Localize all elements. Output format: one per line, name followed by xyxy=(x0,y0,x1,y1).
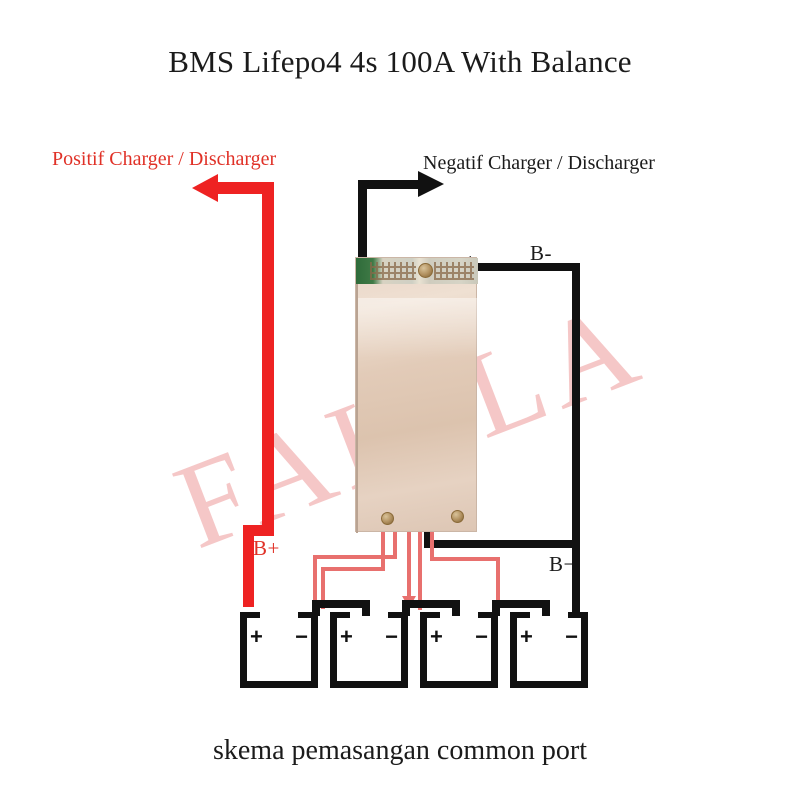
arrow-positive-out-icon xyxy=(192,174,218,202)
board-sheen xyxy=(356,298,478,358)
balance-wire-4-drop xyxy=(418,532,422,610)
label-negative-charger: Negatif Charger / Discharger xyxy=(423,152,655,174)
wire-negative-top-horizontal xyxy=(358,180,420,189)
cell-interconnect-1-2 xyxy=(312,600,370,608)
battery-cell-1[interactable]: + − xyxy=(240,606,318,688)
label-positive-charger: Positif Charger / Discharger xyxy=(52,148,277,170)
cell-interconnect-3-4-legL xyxy=(492,600,500,616)
cell-2-body xyxy=(330,618,408,688)
label-b-minus-top: B- xyxy=(530,241,552,265)
wire-bminus-board-drop xyxy=(424,532,432,548)
bms-pcb-header xyxy=(356,258,478,284)
board-screw-bottom-right-icon xyxy=(451,510,464,523)
wire-positive-drop-to-cell1 xyxy=(243,525,254,607)
cell-interconnect-1-2-legR xyxy=(362,600,370,616)
balance-wire-5-drop xyxy=(430,532,434,557)
bms-board[interactable] xyxy=(355,257,478,533)
balance-wire-2-horizontal xyxy=(313,555,397,559)
cell-4-body xyxy=(510,618,588,688)
cell-3-positive-terminal xyxy=(420,612,440,622)
arrow-negative-out-icon xyxy=(418,171,444,197)
cell-1-plus-sign: + xyxy=(250,624,263,649)
pcb-pad-array-right xyxy=(434,262,474,280)
wire-bminus-lower-horizontal xyxy=(424,540,580,548)
page-caption: skema pemasangan common port xyxy=(212,735,587,766)
wire-negative-vertical xyxy=(358,180,367,266)
cell-3-plus-sign: + xyxy=(430,624,443,649)
balance-wire-2-drop xyxy=(393,532,397,555)
battery-cell-2[interactable]: + − xyxy=(330,606,408,688)
cell-1-minus-sign: − xyxy=(295,624,308,649)
wire-bminus-top-horizontal xyxy=(470,263,580,271)
label-b-minus-bottom: B− xyxy=(549,552,576,576)
wire-positive-vertical xyxy=(262,182,274,534)
wire-positive-bottom-horizontal xyxy=(243,525,274,536)
battery-cell-4[interactable]: + − xyxy=(510,606,588,688)
cell-4-plus-sign: + xyxy=(520,624,533,649)
page-title: BMS Lifepo4 4s 100A With Balance xyxy=(168,44,632,79)
cell-4-minus-sign: − xyxy=(565,624,578,649)
balance-wire-3-drop xyxy=(407,532,411,598)
balance-wire-1-leg xyxy=(321,567,325,609)
cell-3-minus-sign: − xyxy=(475,624,488,649)
label-b-plus: B+ xyxy=(253,536,280,560)
cell-interconnect-2-3-legL xyxy=(402,600,410,616)
cell-3-body xyxy=(420,618,498,688)
cell-1-positive-terminal xyxy=(240,612,260,622)
cell-4-negative-terminal xyxy=(568,612,588,622)
wire-bminus-to-last-cell xyxy=(572,596,580,620)
cell-4-positive-terminal xyxy=(510,612,530,622)
cell-3-negative-terminal xyxy=(478,612,498,622)
wire-positive-top-horizontal xyxy=(218,182,274,194)
cell-2-plus-sign: + xyxy=(340,624,353,649)
cell-1-body xyxy=(240,618,318,688)
cell-interconnect-1-2-legL xyxy=(312,600,320,616)
balance-wire-5-leg xyxy=(496,557,500,609)
pcb-pad-array-left xyxy=(370,262,416,280)
cell-1-negative-terminal xyxy=(298,612,318,622)
balance-wire-1-horizontal xyxy=(321,567,385,571)
cell-2-minus-sign: − xyxy=(385,624,398,649)
board-left-edge xyxy=(356,284,358,533)
header-screw-icon xyxy=(418,263,433,278)
cell-interconnect-3-4 xyxy=(492,600,550,608)
balance-wire-2-leg xyxy=(313,555,317,609)
cell-2-positive-terminal xyxy=(330,612,350,622)
cell-interconnect-2-3 xyxy=(402,600,460,608)
board-screw-bottom-left-icon xyxy=(381,512,394,525)
cell-interconnect-2-3-legR xyxy=(452,600,460,616)
balance-wire-1-drop xyxy=(381,532,385,567)
balance-wire-5-horizontal xyxy=(430,557,500,561)
cell-interconnect-3-4-legR xyxy=(542,600,550,616)
wire-bminus-right-vertical xyxy=(572,263,580,608)
battery-cell-3[interactable]: + − xyxy=(420,606,498,688)
cell-2-negative-terminal xyxy=(388,612,408,622)
